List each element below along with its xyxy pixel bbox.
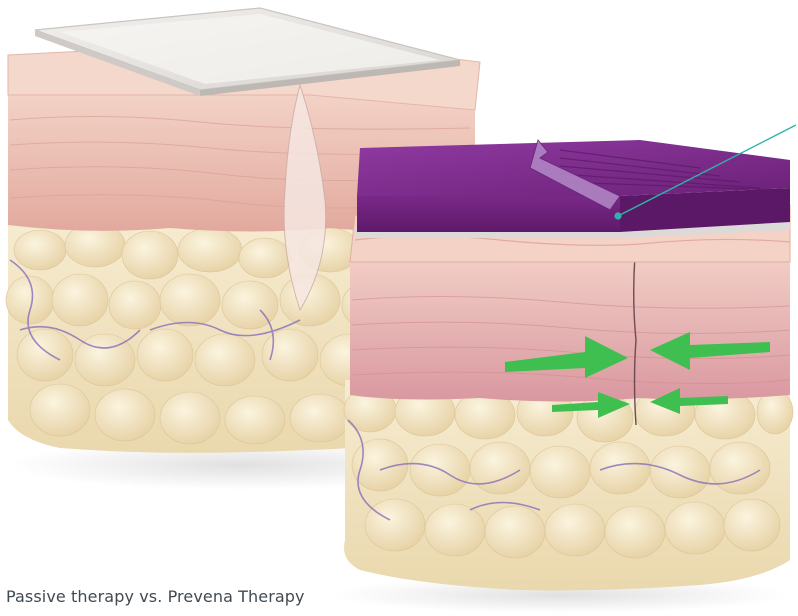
prevena-foam-dressing-side: [357, 196, 620, 232]
figure-caption: Passive therapy vs. Prevena Therapy: [6, 587, 305, 606]
fat-cells-prevena: [344, 388, 793, 558]
prevena-therapy-block: [330, 125, 796, 613]
callout-dot-icon: [614, 212, 621, 219]
